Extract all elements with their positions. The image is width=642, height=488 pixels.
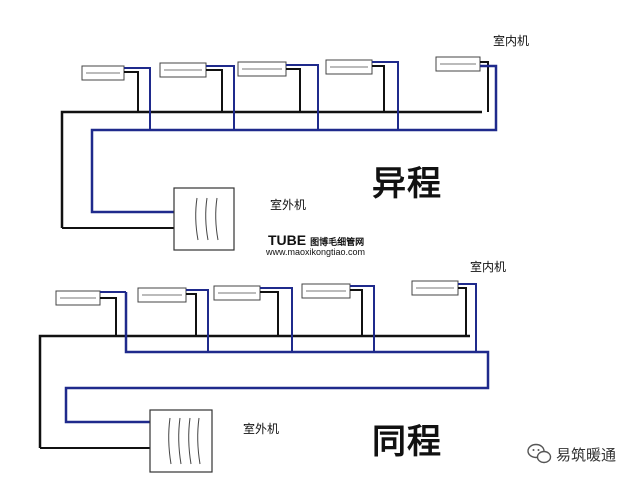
bottom-diagram — [38, 280, 490, 473]
bottom-indoor-unit-3 — [213, 285, 261, 301]
bottom-return-pipe — [64, 292, 490, 424]
bottom-outdoor-label: 室外机 — [243, 422, 280, 436]
top-title: 异程 — [372, 164, 442, 204]
bottom-outdoor-unit — [149, 409, 213, 473]
bottom-indoor-label: 室内机 — [470, 260, 507, 274]
bottom-indoor-unit-2 — [137, 287, 187, 303]
top-indoor-unit-5 — [435, 56, 481, 72]
bottom-indoor-unit-1 — [55, 290, 101, 306]
brand-name: TUBE — [268, 232, 307, 248]
bottom-indoor-unit-5 — [411, 280, 459, 296]
bottom-indoor-unit-4 — [301, 283, 351, 299]
top-indoor-label: 室内机 — [493, 34, 530, 48]
top-outdoor-label: 室外机 — [270, 198, 307, 212]
top-outdoor-unit — [173, 187, 235, 251]
bottom-title: 同程 — [372, 422, 442, 462]
brand-url: www.maoxikongtiao.com — [266, 247, 366, 257]
bottom-supply-pipe — [38, 334, 470, 448]
wechat-icon — [527, 443, 552, 464]
brand-cn: 图博毛细管网 — [310, 238, 365, 248]
top-return-pipe — [90, 64, 498, 214]
top-indoor-unit-3 — [237, 61, 287, 77]
top-indoor-unit-4 — [325, 59, 373, 75]
top-indoor-unit-2 — [159, 62, 207, 78]
top-supply-pipe — [60, 110, 482, 228]
top-indoor-unit-1 — [81, 65, 125, 81]
top-diagram — [60, 56, 498, 251]
corner-watermark-text: 易筑暖通 — [556, 446, 617, 464]
